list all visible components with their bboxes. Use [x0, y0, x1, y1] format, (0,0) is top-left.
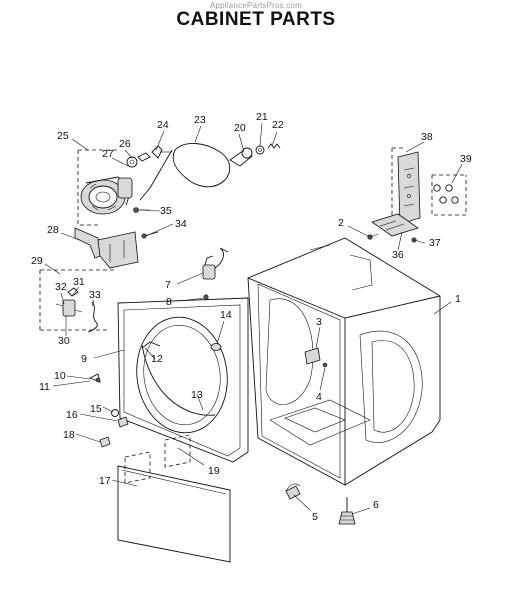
callout-10: 10 [54, 370, 66, 382]
callout-36: 36 [392, 249, 404, 261]
callout-33: 33 [89, 289, 101, 301]
drive-belt [139, 143, 231, 201]
leveling-leg [338, 497, 356, 525]
callout-8: 8 [166, 296, 172, 308]
callout-35: 35 [160, 205, 172, 217]
mount-bolt [141, 231, 159, 239]
cabinet [247, 237, 441, 486]
leg-foot [285, 483, 301, 500]
callout-1: 1 [455, 293, 461, 305]
callout-6: 6 [373, 499, 379, 511]
group-bracket-29 [39, 269, 115, 331]
motor-pulley [126, 156, 138, 168]
callout-7: 7 [165, 279, 171, 291]
door-switch-wire [87, 301, 98, 333]
idler-pulley-assembly [229, 147, 253, 167]
motor-switch [151, 145, 172, 159]
callout-9: 9 [81, 353, 87, 365]
callout-38: 38 [421, 131, 433, 143]
callout-24: 24 [157, 119, 169, 131]
door-switch [55, 299, 83, 317]
callout-18: 18 [63, 429, 75, 441]
callout-14: 14 [220, 309, 232, 321]
motor-clip [137, 152, 151, 162]
callout-20: 20 [234, 122, 246, 134]
callout-34: 34 [175, 218, 187, 230]
callout-25: 25 [57, 130, 69, 142]
callout-28: 28 [47, 224, 59, 236]
bracket-screw [322, 362, 328, 368]
idler-pulley [255, 145, 265, 155]
callout-31: 31 [73, 276, 85, 288]
callouts: 1 2 3 4 5 6 7 8 9 10 11 12 13 14 15 16 1… [31, 111, 472, 523]
callout-17: 17 [99, 475, 111, 487]
diagram-title: CABINET PARTS [176, 9, 336, 30]
callout-39: 39 [460, 153, 472, 165]
callout-4: 4 [316, 391, 322, 403]
callout-13: 13 [191, 389, 203, 401]
callout-26: 26 [119, 138, 131, 150]
group-bracket-39 [431, 174, 467, 216]
door-seal [141, 341, 161, 349]
front-panel [117, 297, 249, 463]
idler-spring [267, 143, 281, 149]
callout-3: 3 [316, 316, 322, 328]
leveling-screw [99, 436, 111, 448]
callout-5: 5 [312, 511, 318, 523]
terminal-nuts [433, 184, 459, 204]
light-bulb [111, 409, 119, 417]
motor-mount [74, 227, 139, 269]
callout-21: 21 [256, 111, 268, 123]
thermal-fuse [202, 247, 229, 280]
rear-vent-bracket [397, 151, 421, 225]
callout-27: 27 [102, 148, 114, 160]
callout-16: 16 [66, 409, 78, 421]
thermal-fuse-screw [203, 294, 209, 300]
light-socket [117, 416, 129, 428]
callout-22: 22 [272, 119, 284, 131]
leader-lines [44, 122, 463, 515]
callout-37: 37 [429, 237, 441, 249]
callout-30: 30 [58, 335, 70, 347]
callout-19: 19 [208, 465, 220, 477]
rear-terminal-block [371, 213, 419, 237]
callout-15: 15 [90, 403, 102, 415]
door-switch-clip [67, 287, 79, 297]
panel-bracket [124, 434, 191, 484]
callout-12: 12 [151, 353, 163, 365]
bracket [304, 347, 321, 365]
panel-screw [95, 377, 101, 383]
watermark: AppliancePartsPros.com [210, 1, 302, 10]
toe-panel [117, 465, 231, 563]
group-bracket-38 [391, 147, 405, 225]
group-bracket-25 [77, 149, 120, 226]
callout-23: 23 [194, 114, 206, 126]
callout-29: 29 [31, 255, 43, 267]
callout-2: 2 [338, 217, 344, 229]
callout-32: 32 [55, 281, 67, 293]
callout-11: 11 [39, 381, 50, 393]
drive-motor [80, 176, 133, 215]
door-catch [210, 343, 222, 351]
